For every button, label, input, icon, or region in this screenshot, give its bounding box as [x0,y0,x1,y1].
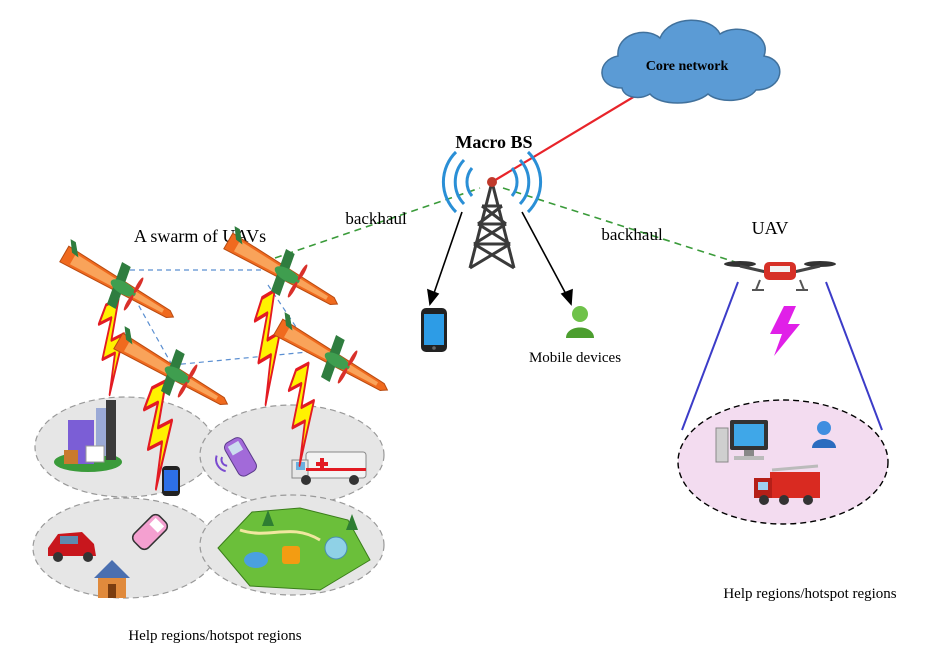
backhaul-right-label: backhaul [601,225,663,244]
downlink-arrows [427,211,573,306]
uav-label: UAV [752,218,789,238]
smartphone-icon [421,308,447,352]
smartphone-icon-region [162,466,180,496]
flip-phone-icon [215,437,257,477]
fixed-wing-uav-4 [265,306,399,410]
flip-phone-icon-pink [131,513,169,551]
park-map-icon [217,507,371,591]
core-network-label: Core network [646,59,729,74]
backhaul-link-right [502,187,736,263]
quadcopter-icon [724,261,836,291]
fixed-wing-uav-2 [215,220,349,324]
region-city [34,396,216,498]
computer-icon [715,420,768,463]
help-regions-left-label: Help regions/hotspot regions [128,628,301,644]
cloud-icon [601,19,781,104]
user-icon-right [812,421,836,448]
ambulance-icon [291,451,367,485]
fire-truck-icon [754,464,820,505]
uav-coverage-lines [681,281,883,431]
car-icon [48,532,96,562]
mobile-devices-label: Mobile devices [529,350,621,366]
help-regions-right-label: Help regions/hotspot regions [723,586,896,602]
house-icon [94,560,130,598]
macro-bs-label: Macro BS [455,132,532,152]
building-icon [54,400,122,472]
fixed-wing-uav-1 [51,233,185,337]
help-region-right [677,399,889,525]
cell-tower-icon [441,150,543,270]
backhaul-left-label: backhaul [345,209,407,228]
user-icon [566,306,594,338]
wireless-link-right [770,306,800,356]
